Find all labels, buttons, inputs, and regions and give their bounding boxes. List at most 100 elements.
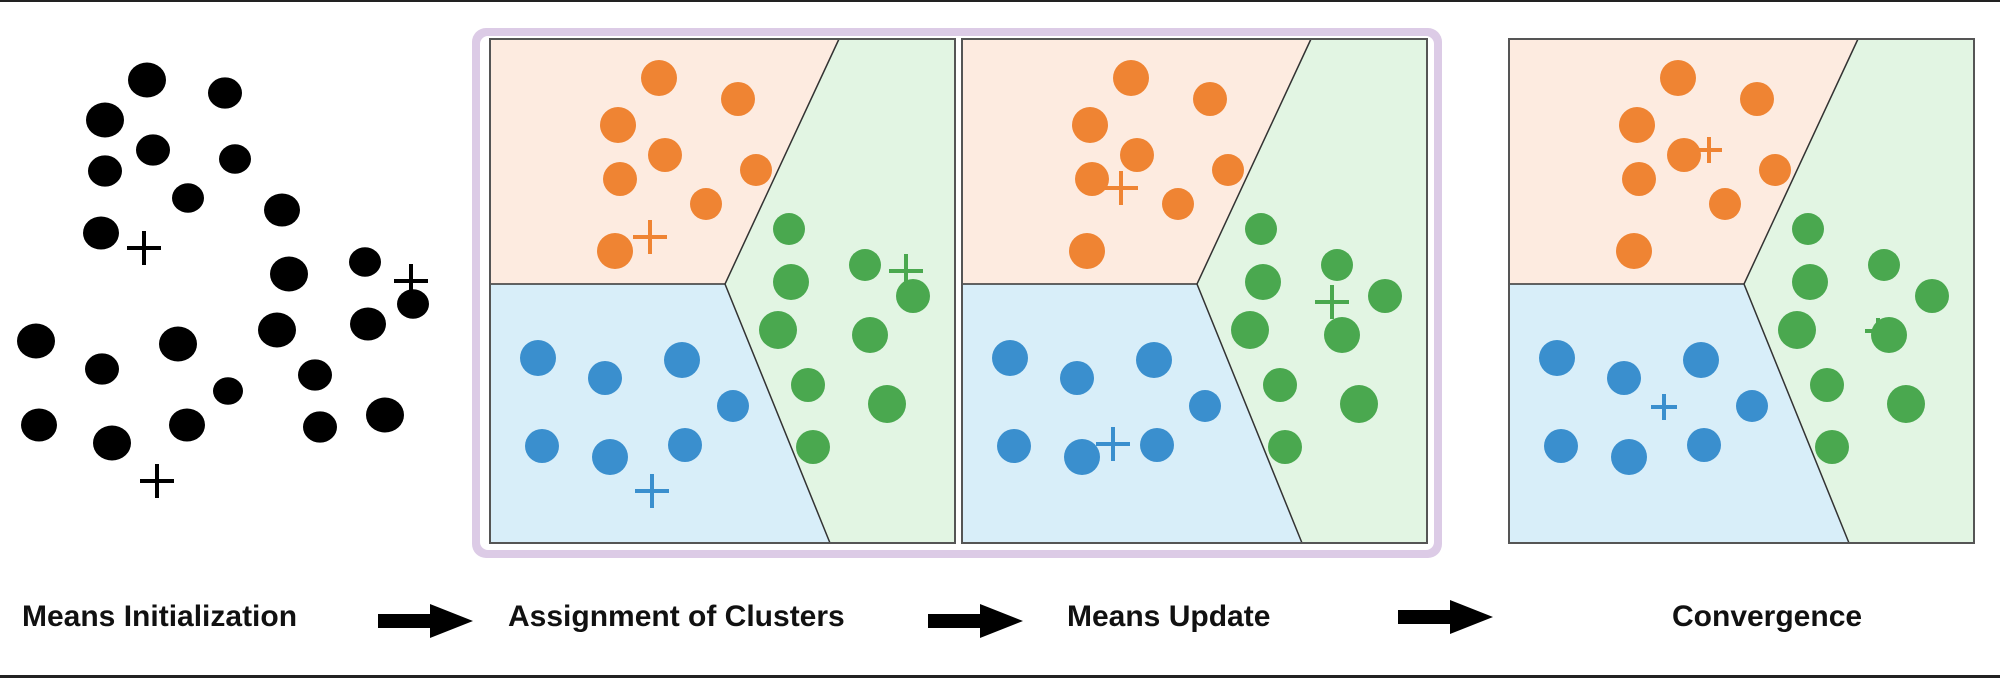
data-point (169, 408, 205, 442)
data-point-green (759, 311, 797, 349)
data-point (213, 377, 243, 405)
data-point-orange (1709, 188, 1741, 220)
data-point-blue (1687, 428, 1721, 462)
data-point-orange (641, 60, 677, 96)
data-point (366, 397, 404, 433)
data-point-green (1340, 385, 1378, 423)
data-point (88, 155, 122, 187)
data-point-green (1268, 430, 1302, 464)
data-point-green (1778, 311, 1816, 349)
data-point-green (1231, 311, 1269, 349)
data-point-blue (717, 390, 749, 422)
data-point-orange (1622, 162, 1656, 196)
region-boundary (724, 38, 840, 544)
region-boundary (1196, 38, 1312, 544)
data-point (349, 247, 381, 277)
data-point-green (852, 317, 888, 353)
data-point-orange (1616, 233, 1652, 269)
panel-frame (961, 38, 1428, 544)
data-point (264, 193, 300, 227)
data-point-green (1792, 264, 1828, 300)
data-point-blue (1683, 342, 1719, 378)
data-point-blue (525, 429, 559, 463)
data-point-blue (1607, 361, 1641, 395)
step-label-means-initialization: Means Initialization (22, 600, 298, 633)
data-point-green (849, 249, 881, 281)
data-point-orange (1069, 233, 1105, 269)
panel-frame (1508, 38, 1975, 544)
panel-assignment-of-clusters (489, 38, 956, 544)
bottom-border (0, 675, 2000, 678)
data-point-blue (992, 340, 1028, 376)
data-point-orange (1113, 60, 1149, 96)
data-point-orange (740, 154, 772, 186)
data-point-blue (592, 439, 628, 475)
region-boundary (1743, 38, 1859, 544)
data-point (128, 62, 166, 98)
data-point-orange (1759, 154, 1791, 186)
data-point-green (1368, 279, 1402, 313)
data-point-green (1245, 264, 1281, 300)
data-point-blue (520, 340, 556, 376)
data-point-green (796, 430, 830, 464)
data-point-blue (1544, 429, 1578, 463)
arrow-right-icon (1398, 600, 1493, 634)
data-point (208, 77, 242, 109)
data-point-blue (1140, 428, 1174, 462)
data-point (270, 256, 308, 292)
data-point-orange (1619, 107, 1655, 143)
data-point (258, 312, 296, 348)
data-point (159, 326, 197, 362)
data-point-orange (603, 162, 637, 196)
data-point (298, 359, 332, 391)
data-point-green (773, 213, 805, 245)
data-point-orange (1660, 60, 1696, 96)
data-point-orange (1193, 82, 1227, 116)
data-point (85, 353, 119, 385)
panel-convergence (1508, 38, 1975, 544)
panel-means-update (961, 38, 1428, 544)
data-point-orange (690, 188, 722, 220)
data-point (83, 216, 119, 250)
data-point (303, 411, 337, 443)
kmeans-diagram (17, 28, 1975, 558)
data-point-blue (1064, 439, 1100, 475)
data-point-orange (1120, 138, 1154, 172)
data-point-green (896, 279, 930, 313)
data-point-blue (1736, 390, 1768, 422)
data-point-green (1810, 368, 1844, 402)
data-point-green (1887, 385, 1925, 423)
data-point-blue (997, 429, 1031, 463)
data-point-green (1915, 279, 1949, 313)
panel-means-initialization (17, 62, 429, 498)
data-point-orange (1212, 154, 1244, 186)
data-point-orange (1740, 82, 1774, 116)
data-point (397, 289, 429, 319)
data-point-orange (1075, 162, 1109, 196)
data-point-orange (648, 138, 682, 172)
data-point-blue (1539, 340, 1575, 376)
data-point-green (1263, 368, 1297, 402)
data-point-orange (721, 82, 755, 116)
data-point-orange (1667, 138, 1701, 172)
data-point (86, 102, 124, 138)
data-point-orange (1162, 188, 1194, 220)
data-point-green (1245, 213, 1277, 245)
data-point (17, 323, 55, 359)
step-label-convergence: Convergence (1672, 600, 1863, 633)
data-point-blue (1611, 439, 1647, 475)
data-point-green (791, 368, 825, 402)
data-point-green (1324, 317, 1360, 353)
data-point (21, 408, 57, 442)
data-point-orange (1072, 107, 1108, 143)
arrow-right-icon (378, 604, 473, 638)
data-point-blue (588, 361, 622, 395)
data-point-blue (668, 428, 702, 462)
step-label-assignment-of-clusters: Assignment of Clusters (508, 600, 845, 633)
data-point-blue (1060, 361, 1094, 395)
data-point-green (1868, 249, 1900, 281)
data-point-green (1321, 249, 1353, 281)
data-point-green (1792, 213, 1824, 245)
data-point (93, 425, 131, 461)
data-point (350, 307, 386, 341)
